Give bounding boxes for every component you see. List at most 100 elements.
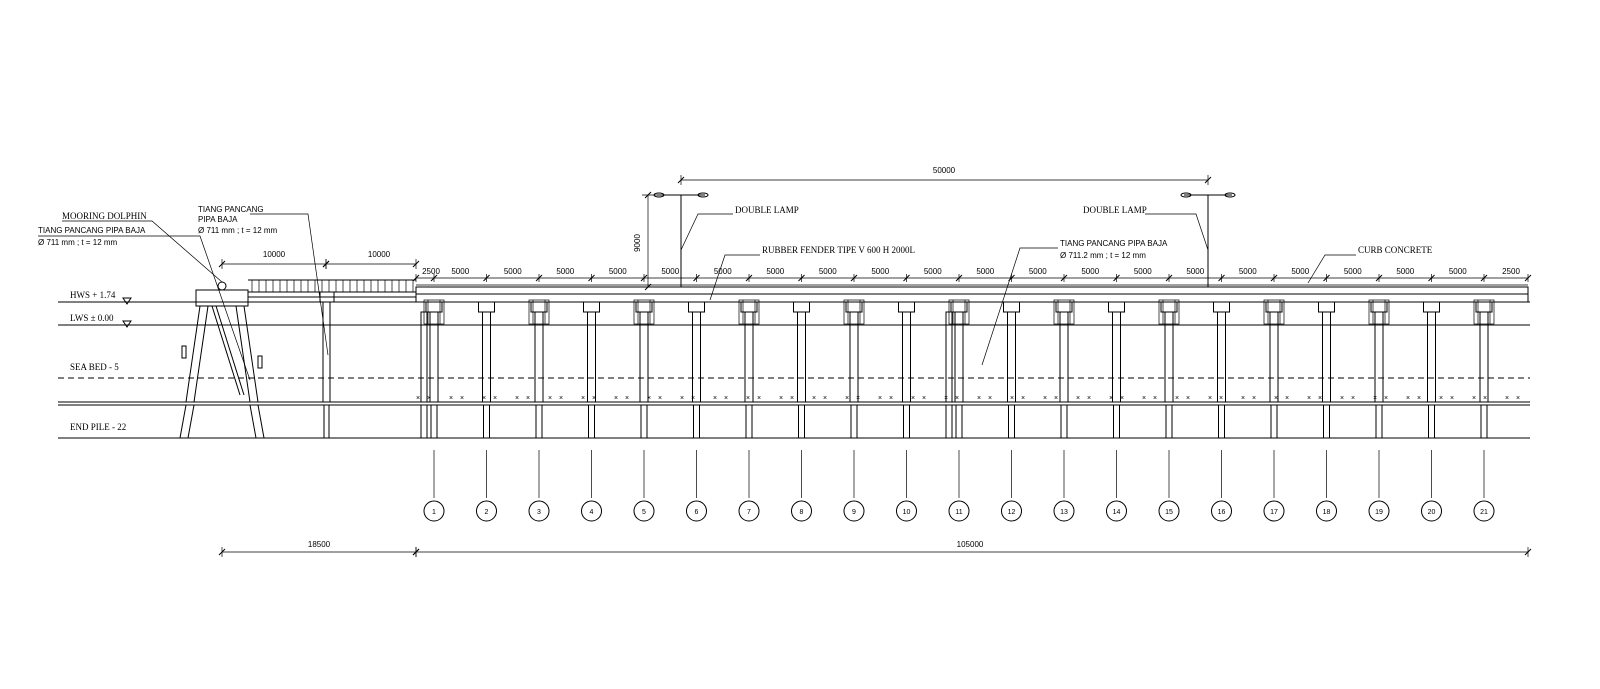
pile-cap — [898, 301, 915, 313]
seabed-hatch: × — [823, 395, 827, 402]
pile-embedded — [430, 404, 438, 439]
seabed-hatch: × — [592, 395, 596, 402]
pile-cap — [688, 301, 705, 313]
pile-embedded — [640, 404, 648, 439]
raked-pile-embedded — [179, 404, 187, 439]
dim-tick — [412, 260, 420, 268]
pile-embedded — [1060, 404, 1068, 439]
pile-cap — [1055, 301, 1073, 313]
grid-bubble — [1368, 500, 1390, 522]
seabed-hatch: × — [647, 395, 651, 402]
grid-bubble-label: 14 — [1113, 509, 1121, 516]
end-pile-label: END PILE - 22 — [70, 422, 126, 432]
rubber-fender — [738, 299, 760, 325]
curb-concrete-leader — [1307, 254, 1356, 284]
raked-pile — [235, 305, 251, 403]
bay-dim-label: 5000 — [766, 267, 784, 276]
seabed-hatch: × — [856, 395, 860, 402]
bay-dim-label: 5000 — [1081, 267, 1099, 276]
pile-embedded — [903, 404, 910, 439]
rubber-fender-label: RUBBER FENDER TIPE V 600 H 2000L — [762, 245, 915, 255]
pile-double — [945, 311, 953, 403]
seabed-hatch: × — [691, 395, 695, 402]
pile — [954, 311, 964, 403]
bay-dim-label: 5000 — [1186, 267, 1204, 276]
mooring-dolphin-label: MOORING DOLPHIN — [62, 211, 147, 221]
grid-bubble — [1473, 500, 1495, 522]
grid-bubble — [581, 500, 602, 522]
bay-dim-label: 5000 — [609, 267, 627, 276]
grid-bubble-label: 13 — [1060, 509, 1068, 516]
rubber-fender — [1368, 299, 1390, 325]
pile-cap — [793, 301, 810, 313]
dolphin-brace — [215, 305, 245, 396]
pile-embedded — [1270, 404, 1278, 439]
pile — [902, 311, 911, 403]
dim-tick — [677, 176, 685, 184]
seabed-hatch: × — [427, 395, 431, 402]
grid-bubble — [476, 500, 497, 522]
seabed-hatch: × — [1439, 395, 1443, 402]
raked-pile — [243, 305, 259, 403]
bay-dim-label: 5000 — [1396, 267, 1414, 276]
mooring-dolphin-leader — [62, 220, 223, 283]
grid-bubble — [528, 500, 550, 522]
raked-pile-embedded — [257, 404, 265, 439]
hws-marker-icon — [122, 297, 132, 305]
total-right-dim: 105000 — [957, 540, 984, 549]
lamp-height-dim: 9000 — [633, 234, 642, 252]
raked-pile — [185, 305, 201, 403]
raked-pile — [193, 305, 209, 403]
pile — [482, 311, 491, 403]
seabed-hatch: × — [812, 395, 816, 402]
pile-cap — [1318, 301, 1335, 313]
pile — [639, 311, 649, 403]
pile-embedded — [693, 404, 700, 439]
dim-tick — [412, 548, 420, 556]
pile-embedded — [850, 404, 858, 439]
pile-cap — [740, 301, 758, 313]
bay-dim-label: 5000 — [924, 267, 942, 276]
grid-bubble — [1421, 500, 1442, 522]
pile-cap — [530, 301, 548, 313]
raked-pile-embedded — [187, 404, 195, 439]
pile — [1217, 311, 1226, 403]
bay-end-left-dim: 2500 — [422, 267, 440, 276]
pile-cap — [1265, 301, 1283, 313]
grid-bubble-label: 3 — [537, 509, 541, 516]
sea-bed-label: SEA BED - 5 — [70, 362, 119, 372]
seabed-hatch: × — [1120, 395, 1124, 402]
seabed-hatch: × — [1043, 395, 1047, 402]
grid-bubble — [1158, 500, 1180, 522]
grid-bubble-label: 17 — [1270, 509, 1278, 516]
tiang-mid-label-1: TIANG PANCANG — [198, 205, 264, 214]
annotations: HWS + 1.74 LWS ± 0.00 SEA BED - 5 END PI… — [38, 166, 1520, 549]
pile — [429, 311, 439, 403]
pile-cap — [1423, 301, 1440, 313]
dim-tick — [218, 260, 226, 268]
pile-cap — [1003, 301, 1020, 313]
seabed-hatch: × — [548, 395, 552, 402]
rubber-fender-leader — [709, 254, 760, 301]
seabed-hatch: × — [658, 395, 662, 402]
seabed-hatch: × — [1054, 395, 1058, 402]
pile-cap — [478, 301, 495, 313]
tiang-left-label-2: Ø 711 mm ; t = 12 mm — [38, 238, 118, 247]
pile — [1164, 311, 1174, 403]
seabed-hatch: × — [713, 395, 717, 402]
tiang-right-label-2: Ø 711.2 mm ; t = 12 mm — [1060, 251, 1146, 260]
grid-bubble-label: 9 — [852, 509, 856, 516]
seabed-hatch: × — [911, 395, 915, 402]
seabed-hatch: × — [1285, 395, 1289, 402]
double-lamp-left-leader — [680, 213, 733, 251]
seabed-hatch: × — [1351, 395, 1355, 402]
grid-bubble-label: 19 — [1375, 509, 1383, 516]
grid-bubble-label: 6 — [695, 509, 699, 516]
total-left-dim: 18500 — [308, 540, 331, 549]
seabed-hatch: × — [1087, 395, 1091, 402]
grid-bubble-label: 20 — [1428, 509, 1436, 516]
dim-tick — [322, 260, 330, 268]
